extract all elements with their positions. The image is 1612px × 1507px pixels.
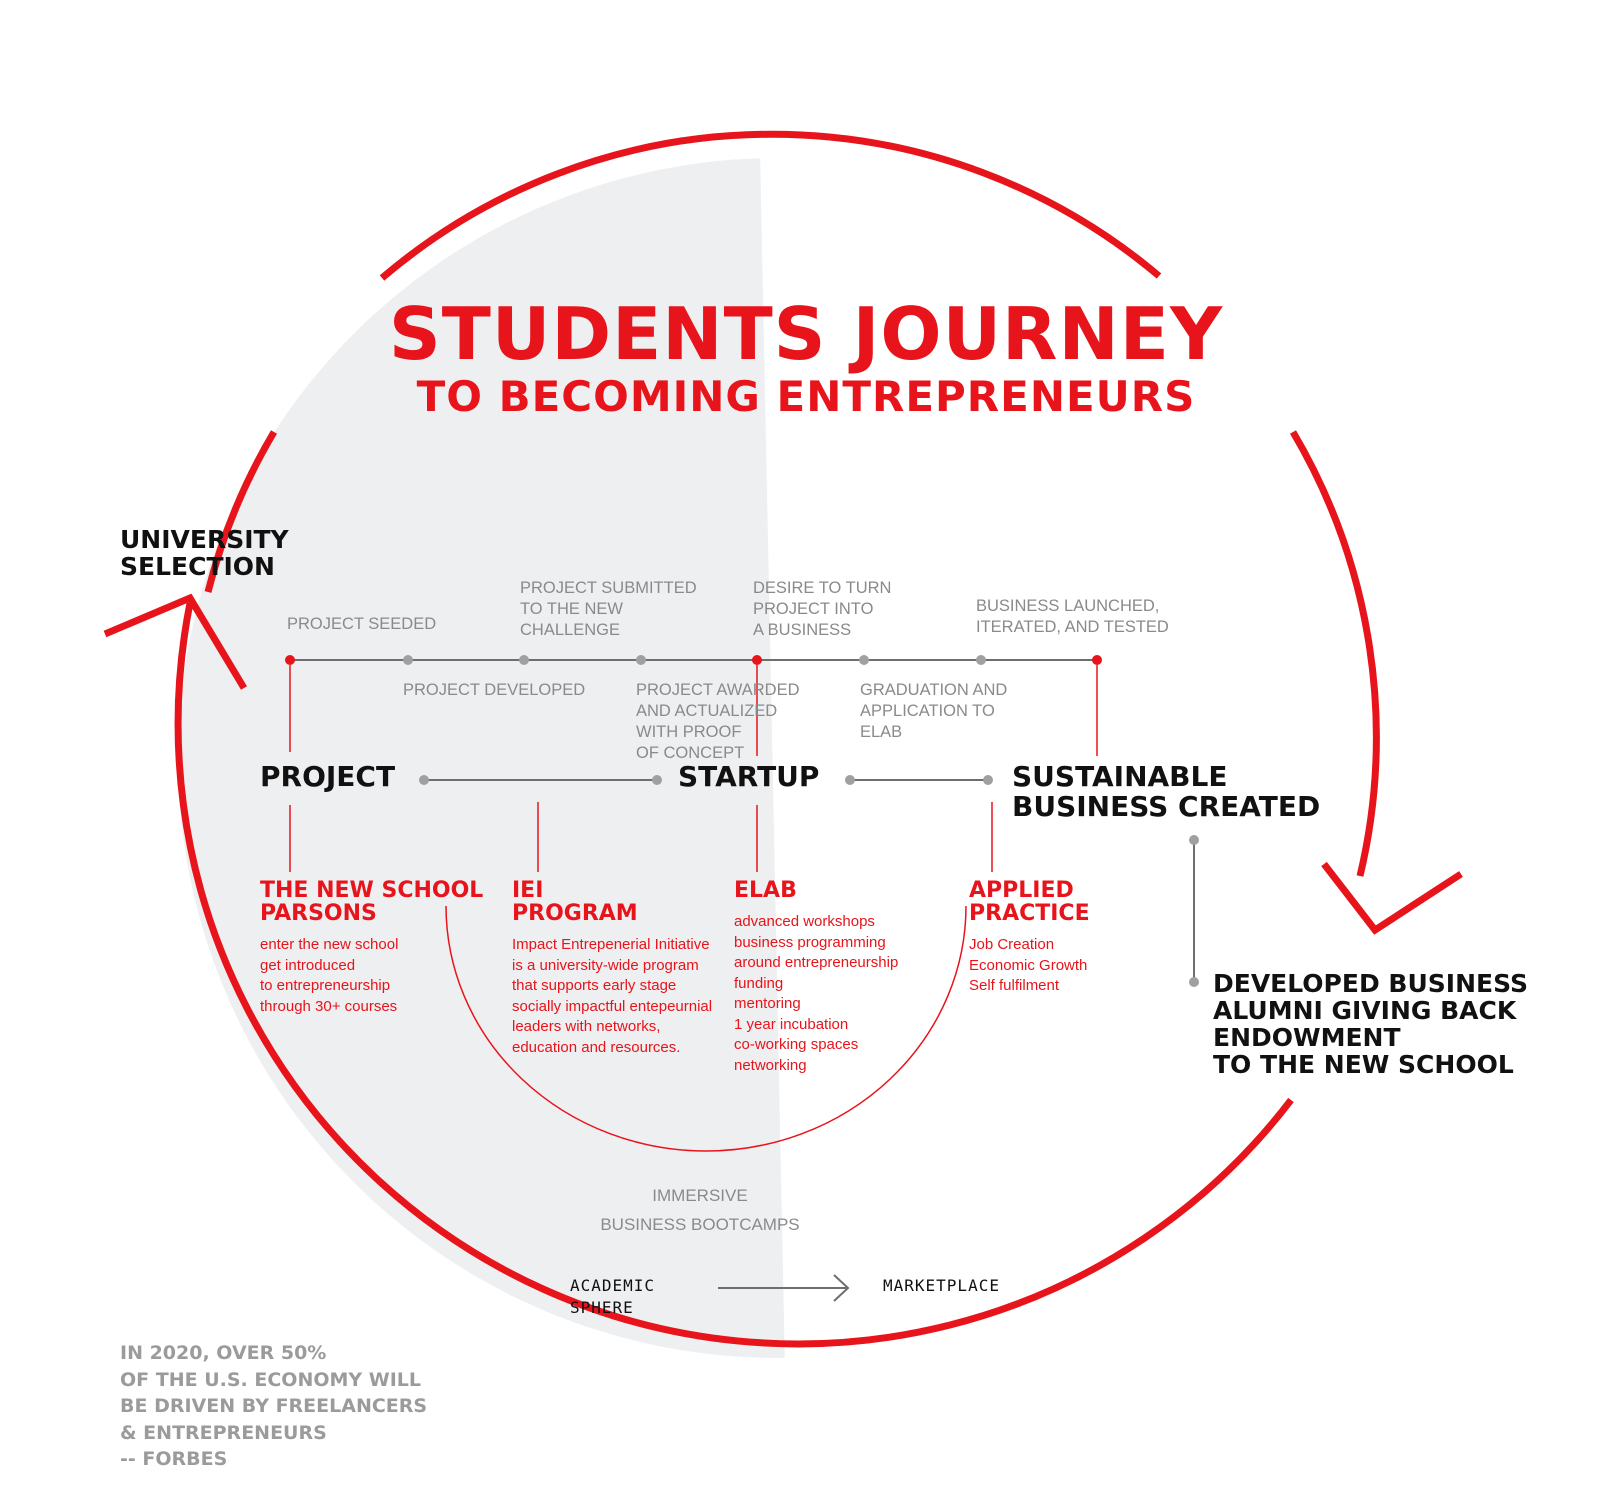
developed-dot	[1189, 835, 1199, 845]
stage-sustainable-business: SUSTAINABLE BUSINESS CREATED	[1012, 760, 1321, 823]
arrowhead-left-icon	[103, 593, 248, 690]
timeline-dot	[636, 655, 646, 665]
program-body-applied-practice: Job Creation Economic Growth Self fulfil…	[969, 936, 1088, 994]
stage-dot	[845, 775, 855, 785]
stage-dot	[652, 775, 662, 785]
milestone-project-seeded: PROJECT SEEDED	[287, 615, 437, 633]
milestone-desire-to-turn: DESIRE TO TURN PROJECT INTO A BUSINESS	[753, 579, 892, 639]
academic-sphere-label: ACADEMIC SPHERE	[570, 1276, 656, 1317]
university-selection-label: UNIVERSITY SELECTION	[120, 525, 289, 581]
cycle-arc-bottom	[174, 602, 1294, 1348]
cycle-arc-top	[379, 130, 1162, 281]
program-title-applied-practice: APPLIED PRACTICE	[969, 878, 1090, 926]
bootcamp-arc	[445, 905, 967, 1152]
timeline-dot	[1092, 655, 1102, 665]
program-title-iei: IEI PROGRAM	[512, 878, 638, 926]
timeline-dot	[976, 655, 986, 665]
timeline-dot	[752, 655, 762, 665]
timeline-dot	[519, 655, 529, 665]
page-subtitle: TO BECOMING ENTREPRENEURS	[416, 372, 1196, 421]
program-title-elab: ELAB	[734, 878, 797, 903]
developed-business-label: DEVELOPED BUSINESS ALUMNI GIVING BACK EN…	[1213, 969, 1528, 1079]
timeline-dot	[859, 655, 869, 665]
forbes-quote: IN 2020, OVER 50% OF THE U.S. ECONOMY WI…	[120, 1342, 428, 1470]
program-body-iei: Impact Entrepenerial Initiative is a uni…	[512, 936, 713, 1056]
marketplace-label: MARKETPLACE	[883, 1276, 1000, 1295]
page-title: STUDENTS JOURNEY	[388, 292, 1224, 376]
milestone-project-submitted: PROJECT SUBMITTED TO THE NEW CHALLENGE	[520, 579, 697, 639]
arrowhead-right-icon	[1321, 861, 1463, 935]
stage-dot	[419, 775, 429, 785]
developed-dot	[1189, 977, 1199, 987]
milestone-business-launched: BUSINESS LAUNCHED, ITERATED, AND TESTED	[976, 597, 1169, 636]
stage-startup: STARTUP	[678, 760, 820, 793]
program-body-new-school: enter the new school get introduced to e…	[260, 936, 399, 1015]
timeline-dot	[403, 655, 413, 665]
milestone-graduation: GRADUATION AND APPLICATION TO ELAB	[860, 681, 1008, 741]
stage-dot	[983, 775, 993, 785]
milestone-project-awarded: PROJECT AWARDED AND ACTUALIZED WITH PROO…	[636, 681, 800, 762]
timeline-dot	[285, 655, 295, 665]
arrow-right-icon	[833, 1274, 850, 1302]
cycle-arc-left	[204, 430, 278, 593]
milestone-project-developed: PROJECT DEVELOPED	[403, 681, 586, 699]
academic-shade	[178, 158, 785, 1358]
bootcamps-label: IMMERSIVE BUSINESS BOOTCAMPS	[600, 1186, 800, 1234]
program-body-elab: advanced workshops business programming …	[734, 913, 899, 1074]
cycle-arc-right	[1289, 430, 1380, 877]
stage-project: PROJECT	[260, 760, 396, 793]
program-title-new-school: THE NEW SCHOOL PARSONS	[260, 878, 484, 926]
